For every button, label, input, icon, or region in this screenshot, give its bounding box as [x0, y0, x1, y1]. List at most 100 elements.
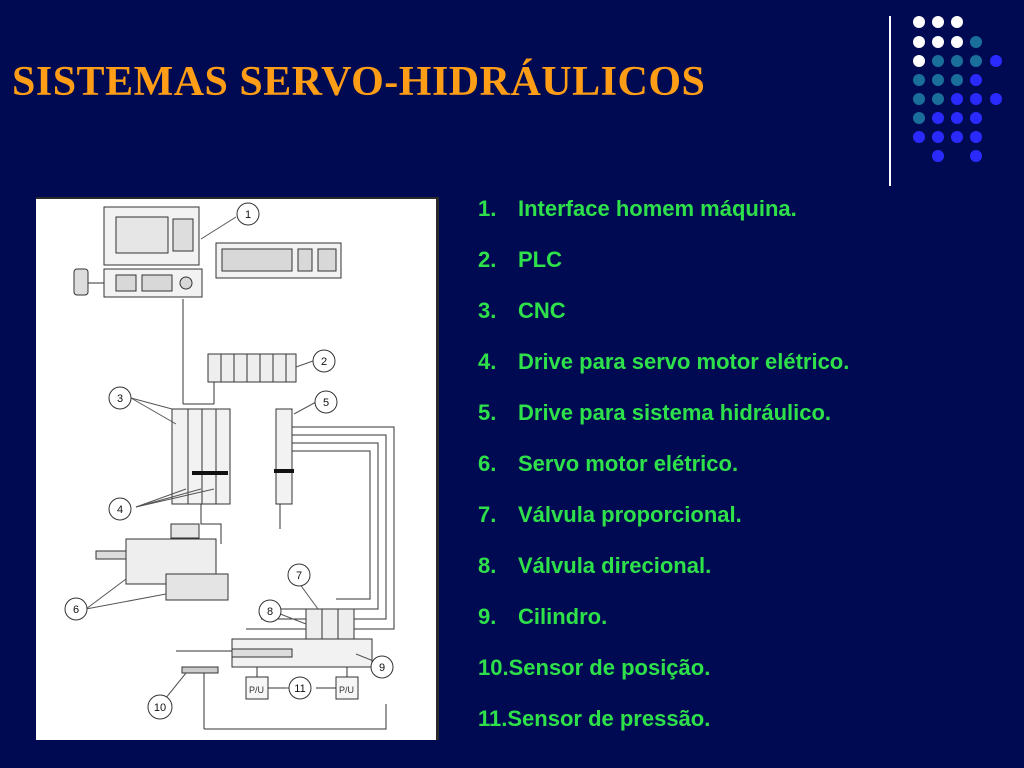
svg-text:10: 10	[154, 702, 166, 714]
callout-10: 10	[147, 694, 173, 720]
callout-11: 11	[288, 676, 312, 700]
list-item: 6. Servo motor elétrico.	[478, 449, 849, 500]
dot	[970, 112, 982, 124]
callout-5: 5	[314, 390, 338, 414]
dot-row-4	[913, 74, 982, 86]
svg-text:2: 2	[321, 356, 327, 368]
list-text: Sensor de posição.	[508, 655, 711, 680]
callout-9: 9	[370, 655, 394, 679]
list-item: 9. Cilindro.	[478, 602, 849, 653]
list-text: Servo motor elétrico.	[518, 451, 739, 476]
list-text: Válvula proporcional.	[518, 502, 742, 527]
dot	[970, 150, 982, 162]
svg-text:7: 7	[296, 570, 302, 582]
list-item: 5. Drive para sistema hidráulico.	[478, 398, 849, 449]
dot	[951, 55, 963, 67]
dot-row-2	[913, 36, 982, 48]
dot	[951, 93, 963, 105]
list-number: 10.	[478, 655, 509, 680]
control-panel	[73, 268, 203, 298]
dot-row-6	[913, 112, 982, 124]
list-text: Drive para servo motor elétrico.	[518, 349, 850, 374]
list-number: 6.	[478, 451, 497, 476]
dot-row-3	[913, 55, 1002, 67]
callout-4: 4	[108, 497, 132, 521]
proportional-valve	[305, 608, 355, 640]
list-text: PLC	[518, 247, 562, 272]
hydraulic-cylinder	[176, 638, 373, 668]
vertical-divider	[889, 16, 891, 186]
dot	[913, 112, 925, 124]
slide-title: SISTEMAS SERVO-HIDRÁULICOS	[12, 59, 706, 105]
pressure-sensor-right: P/U	[335, 676, 359, 700]
dot	[913, 131, 925, 143]
dot	[932, 150, 944, 162]
dot-row-5	[913, 93, 1002, 105]
list-number: 3.	[478, 298, 497, 323]
list-number: 9.	[478, 604, 497, 629]
dot	[970, 36, 982, 48]
svg-text:5: 5	[323, 397, 329, 409]
servo-motor	[95, 523, 229, 601]
dot	[951, 74, 963, 86]
dot	[913, 93, 925, 105]
list-number: 8.	[478, 553, 497, 578]
dot	[970, 55, 982, 67]
callout-6: 6	[64, 597, 88, 621]
list-text: Válvula direcional.	[518, 553, 712, 578]
wire	[292, 450, 371, 600]
dot	[913, 55, 925, 67]
diagram-svg: P/U P/U	[64, 202, 395, 730]
position-sensor	[181, 666, 387, 730]
dot-row-7	[913, 131, 982, 143]
list-number: 5.	[478, 400, 497, 425]
hmi-keyboard	[215, 242, 342, 279]
dot	[913, 36, 925, 48]
svg-text:1: 1	[245, 209, 251, 221]
dot-row-1	[913, 16, 963, 28]
dot	[913, 16, 925, 28]
pressure-sensor-left: P/U	[245, 676, 269, 700]
svg-text:3: 3	[117, 393, 123, 405]
dot	[951, 131, 963, 143]
sensor-label: P/U	[339, 685, 354, 695]
dot	[932, 112, 944, 124]
sensor-label: P/U	[249, 685, 264, 695]
system-diagram: P/U P/U	[36, 197, 439, 740]
svg-text:9: 9	[379, 662, 385, 674]
wire	[200, 504, 222, 544]
dot	[970, 93, 982, 105]
list-item: 8. Válvula direcional.	[478, 551, 849, 602]
dot	[951, 112, 963, 124]
list-item: 3. CNC	[478, 296, 849, 347]
list-text: Cilindro.	[518, 604, 608, 629]
list-item: 7.Válvula proporcional.	[478, 500, 849, 551]
svg-text:6: 6	[73, 604, 79, 616]
svg-text:11: 11	[294, 683, 305, 695]
callout-2: 2	[312, 349, 336, 373]
list-number: 11.	[478, 706, 508, 731]
list-item: 4. Drive para servo motor elétrico.	[478, 347, 849, 398]
dot	[990, 93, 1002, 105]
dot	[932, 55, 944, 67]
list-text: Drive para sistema hidráulico.	[518, 400, 832, 425]
hmi-monitor	[103, 206, 200, 266]
list-item: 1.Interface homem máquina.	[478, 194, 849, 245]
dot	[932, 16, 944, 28]
dot	[951, 16, 963, 28]
svg-text:4: 4	[117, 504, 123, 516]
list-item: 2.PLC	[478, 245, 849, 296]
list-text: CNC	[518, 298, 566, 323]
wire	[246, 426, 395, 630]
list-number: 4.	[478, 349, 497, 374]
list-item: 10.Sensor de posição.	[478, 653, 849, 704]
svg-text:8: 8	[267, 606, 273, 618]
dot	[951, 36, 963, 48]
cnc-drive-cabinet	[171, 408, 231, 505]
component-list: 1.Interface homem máquina. 2.PLC 3. CNC 4…	[478, 194, 849, 755]
dot	[932, 93, 944, 105]
dot-row-8	[932, 150, 982, 162]
callout-1: 1	[236, 202, 260, 226]
plc-module	[207, 353, 297, 383]
list-number: 1.	[478, 196, 497, 221]
